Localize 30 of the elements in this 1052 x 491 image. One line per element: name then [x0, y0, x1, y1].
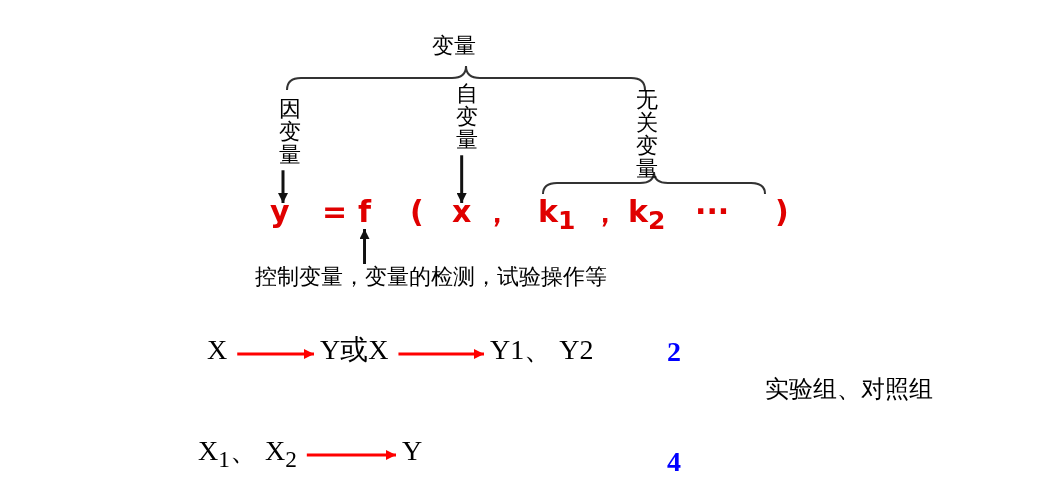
category-label: 自变量 [456, 82, 478, 152]
variable-label: Y [402, 437, 423, 465]
ellipsis: ··· [695, 197, 730, 227]
category-label: 无关变量 [636, 88, 658, 181]
parenthesis: ) [775, 197, 789, 227]
equals-sign: = [322, 197, 348, 227]
variable-label: X$_{1}$、 X$_{2}$ [198, 437, 297, 471]
note-text: 控制变量，变量的检测，试验操作等 [255, 266, 607, 288]
comma: ， [590, 197, 620, 227]
number-label: 4 [667, 448, 681, 476]
comma: ， [482, 197, 512, 227]
arrow [306, 450, 396, 460]
number-label: 2 [667, 338, 681, 366]
arrow [278, 170, 288, 203]
variable-label: Y1、 Y2 [490, 336, 594, 364]
arrow [237, 349, 314, 359]
group-label: 实验组、对照组 [765, 377, 933, 401]
variable-label: X [207, 336, 228, 364]
formula-term: k$_{1}$ [538, 197, 576, 233]
variable-label: Y或X [320, 336, 389, 364]
heading-label: 变量 [432, 35, 476, 57]
formula-variable: y [270, 197, 290, 227]
arrow [456, 155, 467, 203]
arrow [398, 349, 484, 359]
parenthesis: ( [410, 197, 424, 227]
category-label: 因变量 [279, 97, 301, 167]
formula-variable: x [452, 197, 472, 227]
formula-term: k$_{2}$ [628, 197, 666, 233]
formula-variable: f [358, 197, 372, 227]
arrow [359, 229, 370, 264]
